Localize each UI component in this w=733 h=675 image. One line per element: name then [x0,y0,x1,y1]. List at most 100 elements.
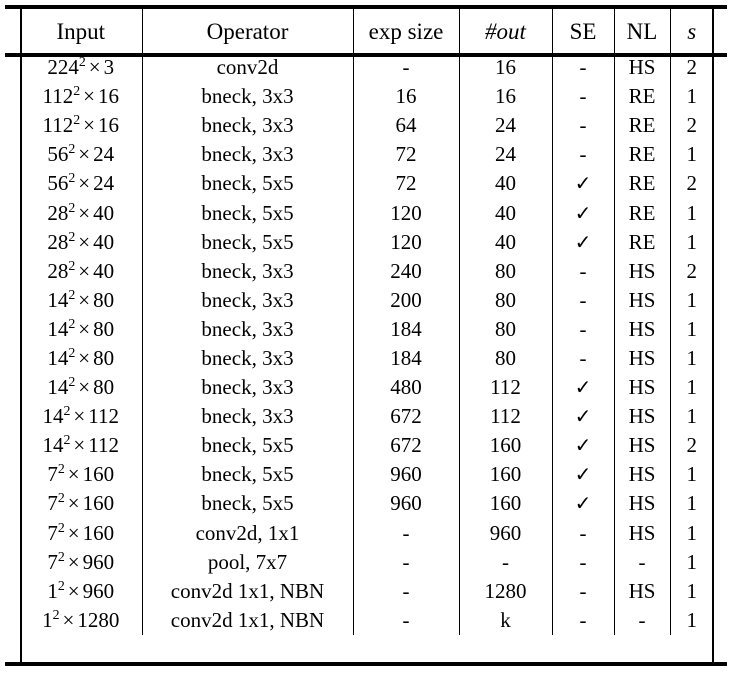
stride: 1 [686,316,698,341]
num-out: 40 [495,229,516,254]
input-resolution: 12×1280 [42,606,120,632]
cell-se: ✓ [551,169,615,199]
cell-operator: pool, 7x7 [141,547,354,577]
cell-exp-size: 960 [352,489,460,519]
input-exponent: 2 [68,257,76,273]
nl-type: HS [628,520,656,545]
column-header-operator: Operator [141,9,354,53]
times-symbol: × [73,433,86,458]
num-out: 160 [489,462,522,487]
cell-nl: HS [613,343,671,374]
exp-size: 72 [395,142,417,167]
num-out: 160 [489,491,522,516]
cell-operator: conv2d [141,53,354,83]
cell-exp-size: 960 [352,460,460,490]
exp-size: 64 [395,113,417,138]
cell-se: ✓ [551,227,615,257]
stride: 1 [686,462,698,487]
cell-se: - [551,547,615,577]
num-out: 960 [489,520,522,545]
input-resolution: 282×40 [47,228,115,254]
operator: pool, 7x7 [207,549,288,574]
se-flag: ✓ [574,435,592,458]
cell-nl: HS [613,402,671,432]
times-symbol: × [83,84,95,109]
times-symbol: × [67,491,80,516]
cell-num-out: 24 [458,140,553,170]
cell-input: 72×160 [20,518,143,548]
input-exponent: 2 [57,519,65,535]
times-symbol: × [67,520,80,545]
cell-nl: HS [613,431,671,461]
input-exponent: 2 [57,577,65,593]
num-out: 112 [490,404,521,429]
times-symbol: × [78,171,91,196]
input-exponent: 2 [68,199,76,215]
nl-type: HS [628,316,656,341]
operator: bneck, 3x3 [201,316,294,341]
se-flag: - [579,287,587,312]
exp-size: 16 [395,84,417,109]
se-flag: - [579,113,587,138]
cell-nl: HS [613,314,671,344]
cell-se: - [551,111,615,141]
stride: 1 [686,607,698,632]
cell-stride: 2 [669,431,713,461]
se-flag: - [579,520,587,545]
operator: bneck, 5x5 [201,200,294,225]
num-out: 40 [495,171,516,196]
input-exponent: 2 [68,228,76,244]
cell-se: - [551,140,615,170]
nl-type: - [638,549,646,574]
se-flag: ✓ [574,377,592,400]
cell-nl: RE [613,198,671,228]
operator: bneck, 3x3 [201,142,294,167]
cell-se: - [551,343,615,374]
se-flag: ✓ [574,173,592,196]
cell-nl: RE [613,169,671,199]
cell-se: - [551,314,615,344]
input-resolution: 142×112 [42,403,119,429]
column-header-stride: s [669,9,713,53]
cell-num-out: 112 [458,373,553,403]
cell-input: 142×80 [20,314,143,344]
se-flag: ✓ [574,406,592,429]
exp-size: - [402,578,410,603]
times-symbol: × [67,549,80,574]
cell-operator: bneck, 5x5 [141,489,354,519]
input-exponent: 2 [57,548,65,564]
exp-size: - [402,55,410,80]
stride: 1 [686,375,698,400]
cell-se: - [551,576,615,606]
cell-stride: 1 [669,547,713,577]
input-resolution: 72×160 [47,490,115,516]
nl-type: HS [628,433,656,458]
exp-size: 240 [390,258,422,283]
input-resolution: 2242×3 [47,54,115,80]
operator: bneck, 3x3 [201,113,294,138]
cell-exp-size: 200 [352,285,460,315]
cell-se: ✓ [551,460,615,490]
cell-num-out: 960 [458,518,553,548]
cell-nl: - [613,605,671,635]
cell-num-out: 1280 [458,576,553,606]
stride: 2 [686,433,698,458]
cell-stride: 1 [669,285,713,315]
exp-size: 184 [390,345,422,370]
se-flag: - [579,84,587,109]
exp-size: 120 [390,229,422,254]
exp-size: 120 [390,200,422,225]
cell-operator: bneck, 5x5 [141,227,354,257]
nl-type: HS [628,258,656,283]
cell-stride: 1 [669,460,713,490]
input-resolution: 282×40 [47,199,115,225]
input-resolution: 72×160 [47,519,115,545]
cell-nl: HS [613,256,671,286]
cell-operator: bneck, 5x5 [141,169,354,199]
exp-size: 480 [390,375,422,400]
stride: 1 [686,345,698,370]
cell-exp-size: - [352,605,460,635]
